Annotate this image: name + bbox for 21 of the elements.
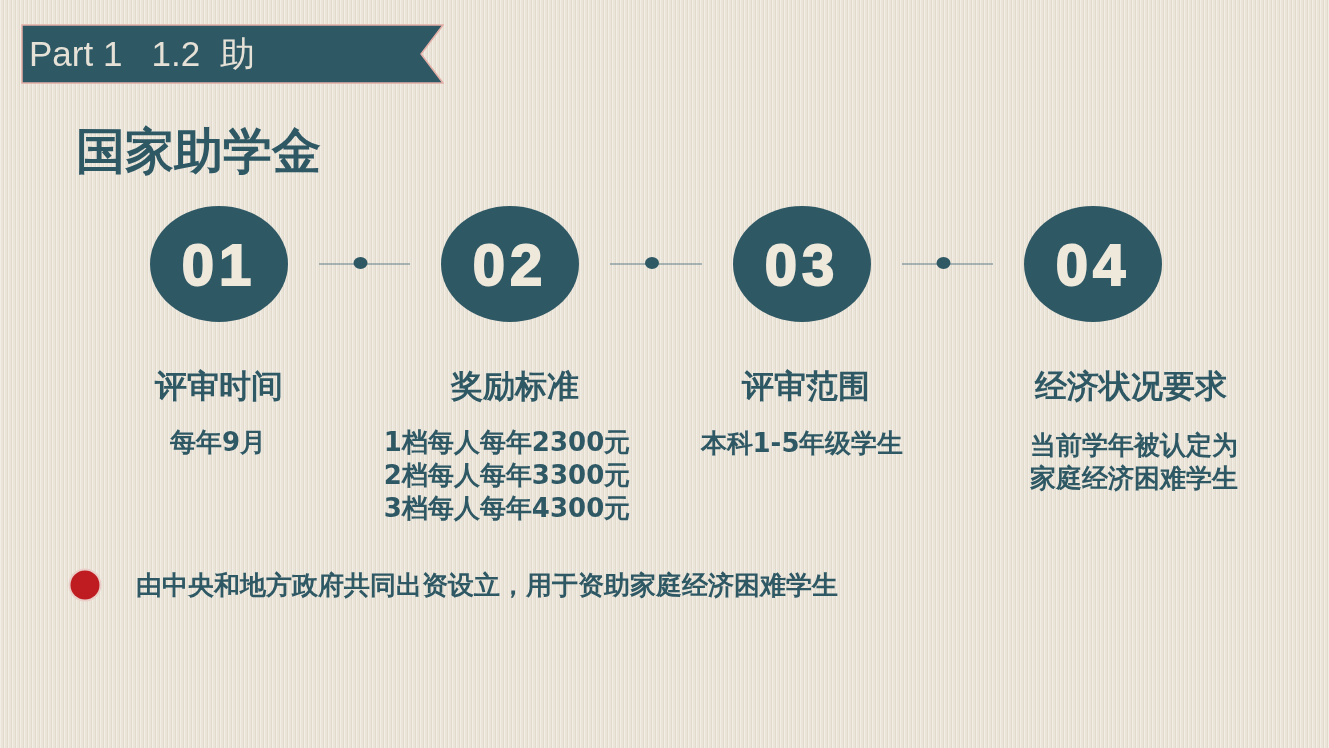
banner-title: Part 1 1.2 助 [28,34,255,74]
step-heading: 评审时间 [155,366,283,406]
connector-line [318,263,411,265]
step-description: 本科1-5年级学生 [699,427,905,460]
connector-line [901,263,994,265]
step-heading: 经济状况要求 [1035,366,1227,406]
number-circle: 02 [441,206,579,322]
step-description: 1档每人每年2300元 [383,426,631,459]
step-description: 当前学年被认定为家庭经济困难学生 [1029,429,1239,495]
number-circle: 01 [150,206,288,322]
connector-line [609,263,703,265]
step-heading: 评审范围 [742,366,870,406]
step-description: 每年9月 [169,426,267,459]
step-description: 3档每人每年4300元 [383,492,631,525]
ribbon-banner [21,24,444,84]
bullet-text: 由中央和地方政府共同出资设立，用于资助家庭经济困难学生 [136,569,838,602]
step-heading: 奖励标准 [451,366,579,406]
number-circle: 04 [1024,206,1162,322]
step-description: 2档每人每年3300元 [383,459,631,492]
slide-title: 国家助学金 [76,122,321,182]
number-circle: 03 [733,206,871,322]
